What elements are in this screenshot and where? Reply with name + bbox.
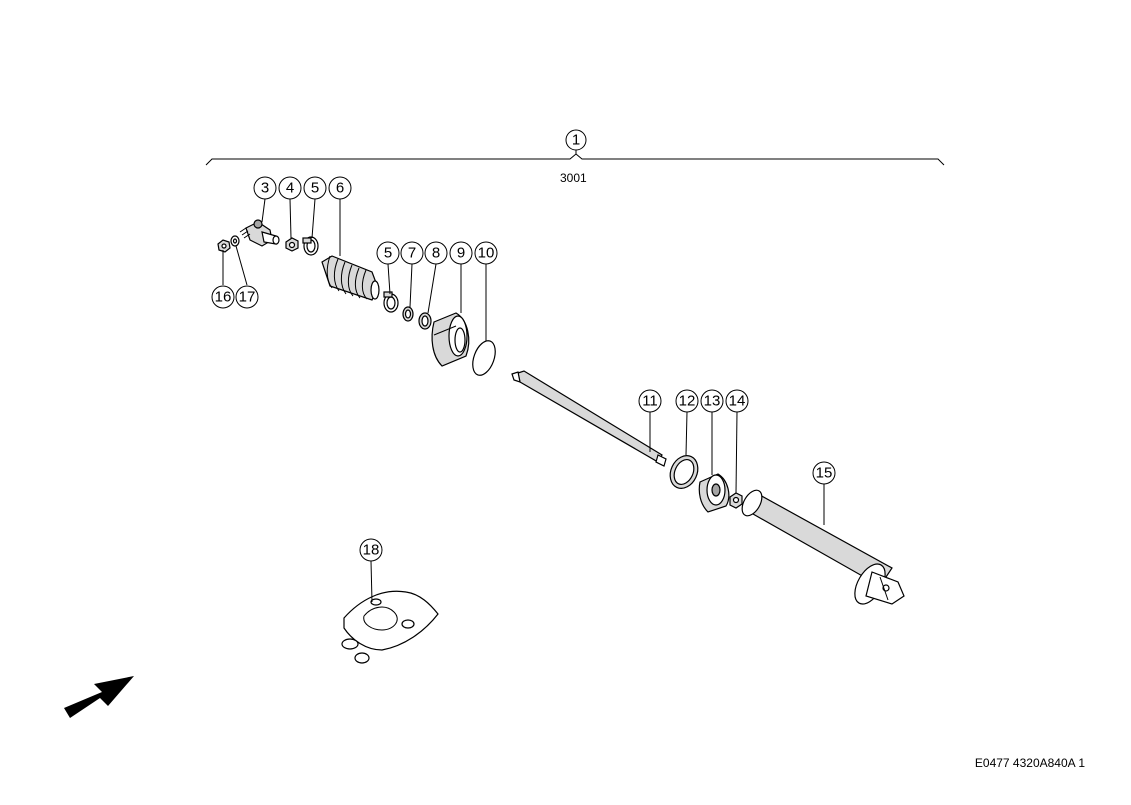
callout-14: 14 (725, 389, 749, 413)
part-13-piston (698, 473, 730, 513)
part-7-ring (402, 306, 414, 322)
callout-3-label: 3 (261, 180, 269, 197)
callout-14-label: 14 (729, 393, 746, 410)
callout-17-label: 17 (239, 289, 256, 306)
callout-15: 15 (812, 461, 836, 485)
callout-12: 12 (675, 389, 699, 413)
part-3-ball-joint (239, 219, 280, 247)
part-15-cylinder (741, 489, 905, 605)
callout-18-label: 18 (363, 542, 380, 559)
callout-4: 4 (278, 176, 302, 200)
arrow-icon (64, 676, 134, 718)
callout-9: 9 (449, 241, 473, 265)
callout-18: 18 (359, 538, 383, 562)
callout-3: 3 (253, 176, 277, 200)
part-16-nut (217, 239, 231, 253)
part-18-seal-kit (341, 590, 439, 664)
callout-8-label: 8 (432, 245, 440, 262)
part-9-guide (431, 312, 470, 367)
callout-7-label: 7 (408, 245, 416, 262)
callout-16: 16 (211, 285, 235, 309)
part-8-seal (418, 312, 432, 330)
callout-17: 17 (235, 285, 259, 309)
callout-1: 1 (565, 129, 587, 151)
callout-5: 5 (303, 176, 327, 200)
callout-11-label: 11 (642, 393, 658, 410)
part-5-clamp-2 (383, 291, 399, 313)
callout-16-label: 16 (215, 289, 232, 306)
part-14-nut (729, 492, 743, 509)
leader-lines (222, 198, 825, 603)
callout-4-label: 4 (286, 180, 294, 197)
callout-9-label: 9 (457, 245, 465, 262)
callout-10: 10 (474, 241, 498, 265)
part-12-seal-ring (669, 455, 699, 489)
part-5-clamp (302, 236, 319, 256)
callout-5-second: 5 (376, 241, 400, 265)
callout-12-label: 12 (679, 393, 696, 410)
part-10-oring (472, 340, 496, 376)
callout-13: 13 (700, 389, 724, 413)
callout-7: 7 (400, 241, 424, 265)
callout-5-label: 5 (311, 180, 319, 197)
part-6-bellows (321, 255, 380, 301)
callout-15-label: 15 (816, 465, 833, 482)
part-17-washer (230, 235, 240, 247)
drawing-id: E0477 4320A840A 1 (975, 756, 1085, 770)
assembly-bracket (205, 150, 945, 166)
callout-13-label: 13 (704, 393, 721, 410)
callout-11: 11 (638, 389, 662, 413)
callout-10-label: 10 (478, 245, 495, 262)
callout-6: 6 (328, 176, 352, 200)
assembly-code: 3001 (560, 171, 587, 185)
part-11-rod (511, 370, 667, 467)
part-4-nut (285, 237, 299, 252)
callout-6-label: 6 (336, 180, 344, 197)
callout-1-label: 1 (572, 132, 580, 149)
callout-5-second-label: 5 (384, 245, 392, 262)
callout-8: 8 (424, 241, 448, 265)
